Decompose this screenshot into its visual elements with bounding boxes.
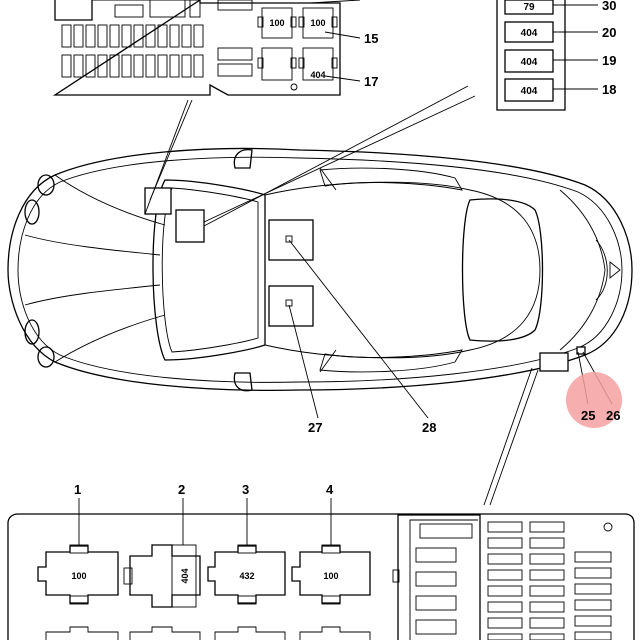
car-top-view — [7, 147, 633, 392]
fuse-18: 404 18 — [504, 78, 616, 102]
relay-1: 100 1 — [37, 482, 119, 605]
headlight-right-lower — [24, 319, 40, 345]
callout-4: 4 — [326, 482, 334, 497]
relay-label: 404 — [310, 70, 325, 80]
top-fuse-slot — [217, 63, 253, 77]
fuse-grid-left — [487, 521, 523, 640]
top-fuse-slot — [149, 0, 186, 18]
callout-15: 15 — [364, 31, 378, 46]
callout-20: 20 — [602, 25, 616, 40]
location-marker-25-26 — [576, 346, 586, 355]
relay-label: 100 — [323, 571, 338, 581]
headlight-left-upper — [37, 174, 55, 196]
headlight-right-upper — [37, 346, 55, 368]
relay-4: 100 4 — [291, 482, 371, 605]
top-fuse-row-1 — [61, 24, 204, 48]
top-fuse-slot — [217, 47, 253, 61]
callout-27: 27 — [308, 420, 322, 435]
relay-label: 432 — [239, 571, 254, 581]
location-marker-fusebox — [144, 187, 172, 215]
relay-15: 100 — [298, 7, 338, 39]
fuse-label: 404 — [521, 28, 538, 39]
callout-2: 2 — [178, 482, 185, 497]
fuse-grid-right — [529, 521, 565, 640]
callout-17: 17 — [364, 74, 378, 89]
fuse-label: 404 — [521, 57, 538, 68]
windshield-outline — [152, 179, 266, 361]
relay-label: 100 — [71, 571, 86, 581]
top-fuse-slot — [114, 4, 144, 18]
relay-label: 100 — [269, 18, 284, 28]
fuse-20: 404 20 — [504, 21, 616, 43]
relay-unlabeled: 100 — [257, 7, 297, 39]
relay-2: 404 2 — [123, 482, 201, 608]
location-marker-rear-fusebox — [539, 352, 569, 372]
top-fuse-slot — [217, 0, 253, 11]
badge-icon — [609, 261, 621, 279]
bottom-fusebox-outline — [7, 513, 635, 640]
relay-17: 404 — [298, 47, 338, 81]
callout-19: 19 — [602, 53, 616, 68]
callout-30: 30 — [602, 0, 616, 13]
callout-28: 28 — [422, 420, 436, 435]
mirror-right-icon — [233, 372, 253, 392]
component-markers — [144, 187, 586, 372]
callout-3: 3 — [242, 482, 249, 497]
rear-window-outline — [461, 198, 544, 342]
top-fusebox-outline — [52, 0, 341, 96]
relay-label: 404 — [180, 568, 190, 583]
mirror-left-icon — [233, 149, 253, 169]
location-marker-28 — [268, 219, 314, 261]
top-fuse-row-2 — [61, 54, 204, 78]
highlight-circle — [566, 372, 622, 428]
bottom-fusebox: 100 1 404 2 432 3 100 — [7, 482, 635, 640]
fuse-grid-far-right — [574, 551, 612, 640]
relay-label: 100 — [310, 18, 325, 28]
fuse-19: 404 19 — [504, 49, 616, 73]
relay-unlabeled-2 — [257, 47, 298, 91]
callout-1: 1 — [74, 482, 81, 497]
fuse-label: 404 — [521, 86, 538, 97]
fuse-strip-outline — [496, 0, 566, 111]
top-fuse-slot — [189, 0, 201, 18]
callout-18: 18 — [602, 82, 616, 97]
headlight-left-lower — [24, 199, 40, 225]
leader-lines — [144, 85, 613, 506]
callout-25: 25 — [581, 408, 595, 423]
fuse-panel — [397, 514, 481, 640]
fuse-30: 79 30 — [504, 0, 616, 15]
location-marker-relaybox — [175, 209, 205, 243]
callout-26: 26 — [606, 408, 620, 423]
fuse-label: 79 — [523, 2, 535, 13]
relay-3: 432 3 — [207, 482, 286, 605]
top-right-fuse-strip: 79 30 404 20 404 19 404 18 — [496, 0, 616, 111]
top-left-fusebox: 100 100 404 15 17 — [52, 0, 378, 96]
